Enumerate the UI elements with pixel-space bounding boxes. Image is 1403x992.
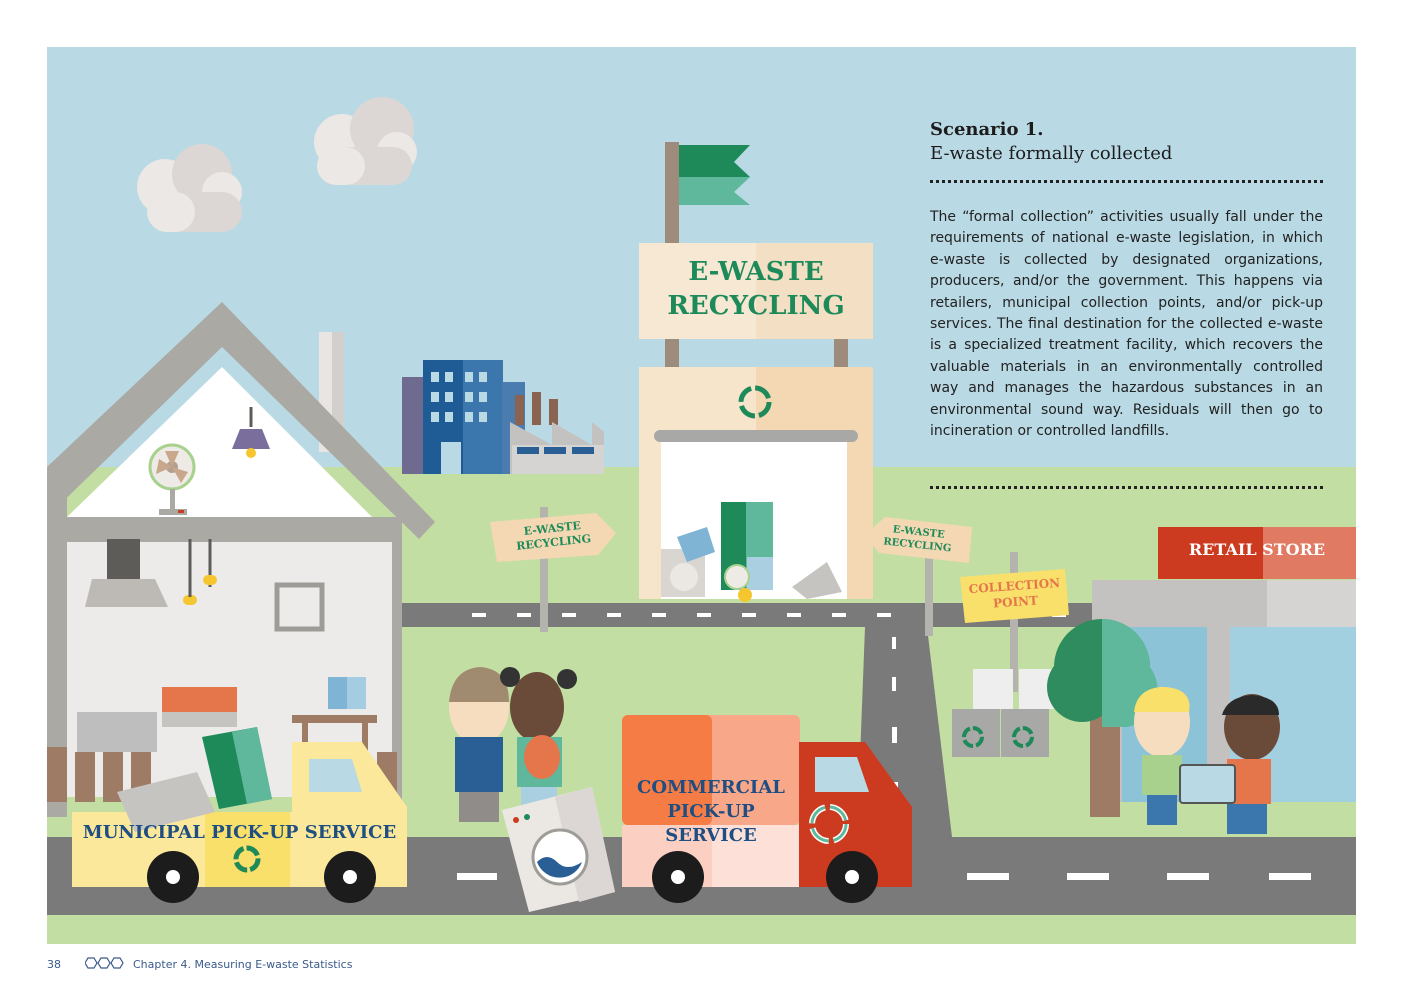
collection-point [952, 552, 1069, 757]
cloud-icon [137, 144, 242, 232]
facility-sign: E-WASTE RECYCLING [639, 255, 873, 323]
scenario-title: Scenario 1. [930, 119, 1044, 140]
signpost [490, 507, 616, 632]
dotted-divider [930, 180, 1323, 183]
facility-sign-line2: RECYCLING [667, 291, 845, 321]
municipal-truck [72, 727, 407, 903]
commercial-truck-line3: SERVICE [665, 825, 757, 846]
page-number: 38 [47, 958, 61, 971]
city-buildings [402, 360, 604, 474]
signpost [865, 517, 972, 636]
page-footer: 38 Chapter 4. Measuring E-waste Statisti… [47, 957, 352, 972]
chapter-title: Chapter 4. Measuring E-waste Statistics [133, 958, 353, 971]
retail-store-label: RETAIL STORE [1188, 540, 1326, 559]
scenario-text-panel: Scenario 1. E-waste formally collected T… [930, 118, 1323, 442]
facility-sign-line1: E-WASTE [688, 257, 824, 287]
commercial-truck-line2: PICK-UP [667, 801, 755, 822]
scenario-subtitle: E-waste formally collected [930, 143, 1173, 164]
commercial-truck-label: COMMERCIAL PICK-UP SERVICE [622, 776, 800, 848]
recycling-facility [639, 142, 873, 602]
municipal-truck-label: MUNICIPAL PICK-UP SERVICE [82, 822, 397, 843]
hexagons-icon [84, 957, 125, 972]
people-family [449, 667, 577, 822]
scenario-body: The “formal collection” activities usual… [930, 209, 1323, 440]
dotted-divider [930, 486, 1323, 489]
commercial-truck-line1: COMMERCIAL [637, 777, 785, 798]
people-retail [1134, 687, 1280, 834]
commercial-truck [502, 715, 912, 912]
cloud-icon [314, 97, 417, 185]
illustration-scene [47, 47, 1356, 944]
